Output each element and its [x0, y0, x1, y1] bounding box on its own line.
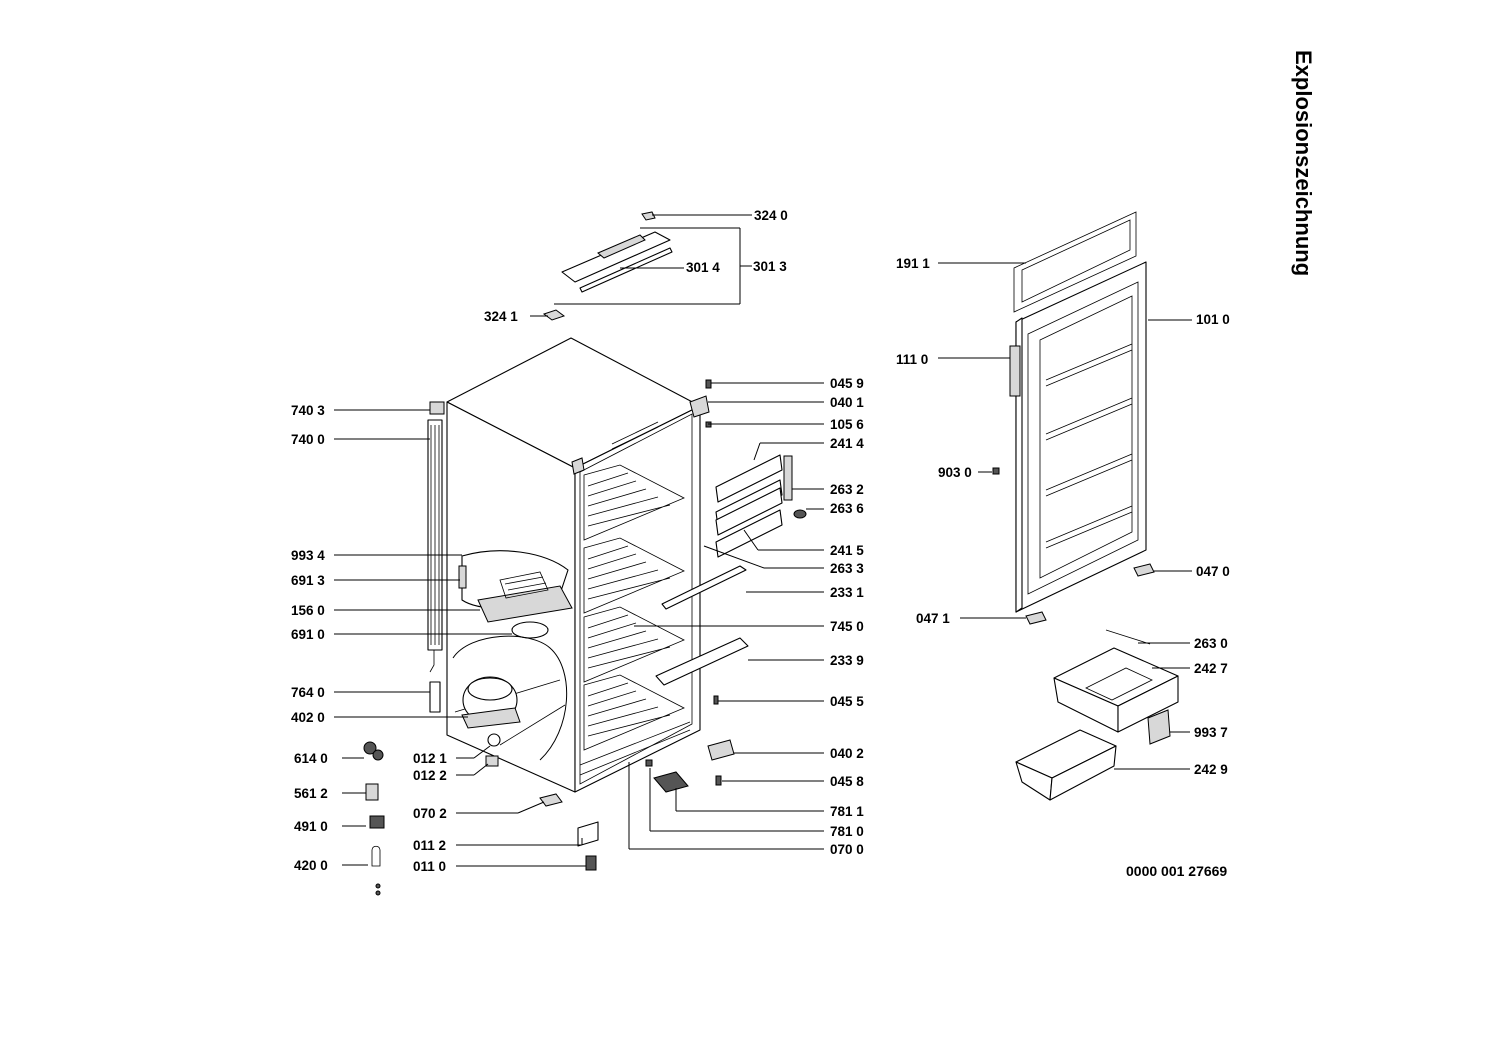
part-label-263-2: 263 2 [830, 482, 864, 497]
door-seal-drawing [1013, 211, 1137, 313]
part-label-241-4: 241 4 [830, 436, 864, 451]
part-label-993-7: 993 7 [1194, 725, 1228, 740]
part-label-263-0: 263 0 [1194, 636, 1228, 651]
part-label-691-3: 691 3 [291, 573, 325, 588]
part-label-011-0: 011 0 [413, 859, 446, 874]
part-label-764-0: 764 0 [291, 685, 325, 700]
part-label-324-1: 324 1 [484, 309, 518, 324]
hinge-drawing [707, 739, 735, 761]
part-label-045-8: 045 8 [830, 774, 864, 789]
door-drawing [1015, 261, 1147, 613]
feet-drawing [485, 755, 689, 871]
part-label-111-0: 111 0 [896, 352, 928, 367]
part-label-242-7: 242 7 [1194, 661, 1228, 676]
document-number: 0000 001 27669 [1126, 863, 1227, 879]
freezer-drawers-drawing [1015, 629, 1179, 801]
part-label-045-5: 045 5 [830, 694, 864, 709]
top-rail-drawing [542, 211, 673, 321]
part-label-301-3: 301 3 [753, 259, 787, 274]
part-label-156-0: 156 0 [291, 603, 325, 618]
part-label-101-0: 101 0 [1196, 312, 1230, 327]
part-label-011-2: 011 2 [413, 838, 446, 853]
part-label-047-1: 047 1 [916, 611, 950, 626]
part-label-040-1: 040 1 [830, 395, 864, 410]
part-label-561-2: 561 2 [294, 786, 328, 801]
part-label-045-9: 045 9 [830, 376, 864, 391]
part-label-420-0: 420 0 [294, 858, 328, 873]
part-label-993-4: 993 4 [291, 548, 325, 563]
drawing-title: Explosionszeichnung [1291, 50, 1316, 276]
door-bars-drawing [655, 565, 749, 686]
part-label-740-0: 740 0 [291, 432, 325, 447]
part-label-781-1: 781 1 [830, 804, 864, 819]
part-label-614-0: 614 0 [294, 751, 328, 766]
part-label-740-3: 740 3 [291, 403, 325, 418]
part-label-263-3: 263 3 [830, 561, 864, 576]
part-label-263-6: 263 6 [830, 501, 864, 516]
part-label-301-4: 301 4 [686, 260, 720, 275]
part-label-233-1: 233 1 [830, 585, 864, 600]
door-hinge-drawing [1009, 345, 1021, 397]
part-label-012-1: 012 1 [413, 751, 447, 766]
part-label-324-0: 324 0 [754, 208, 788, 223]
part-label-047-0: 047 0 [1196, 564, 1230, 579]
part-label-242-9: 242 9 [1194, 762, 1228, 777]
part-label-105-6: 105 6 [830, 417, 864, 432]
shelf-rails-drawing [715, 454, 807, 558]
part-label-070-2: 070 2 [413, 806, 447, 821]
part-label-745-0: 745 0 [830, 619, 864, 634]
door-caps-drawing [1133, 563, 1155, 577]
control-panel-drawing [458, 550, 573, 639]
door-cap-lower-drawing [1025, 611, 1047, 625]
part-label-491-0: 491 0 [294, 819, 328, 834]
part-label-903-0: 903 0 [938, 465, 972, 480]
part-label-040-2: 040 2 [830, 746, 864, 761]
part-label-191-1: 191 1 [896, 256, 930, 271]
part-label-233-9: 233 9 [830, 653, 864, 668]
part-label-070-0: 070 0 [830, 842, 864, 857]
part-label-012-2: 012 2 [413, 768, 447, 783]
freezer-wire-shelves-drawing [579, 464, 691, 776]
part-label-691-0: 691 0 [291, 627, 325, 642]
electrical-parts-drawing [363, 681, 441, 896]
part-label-402-0: 402 0 [291, 710, 325, 725]
part-label-241-5: 241 5 [830, 543, 864, 558]
compressor-detail-drawing [452, 635, 568, 761]
leader-lines [334, 214, 1192, 867]
part-labels: 324 0 301 4 301 3 324 1 191 1 101 0 111 … [291, 208, 1230, 874]
part-label-781-0: 781 0 [830, 824, 864, 839]
condenser-drawing [427, 401, 445, 673]
